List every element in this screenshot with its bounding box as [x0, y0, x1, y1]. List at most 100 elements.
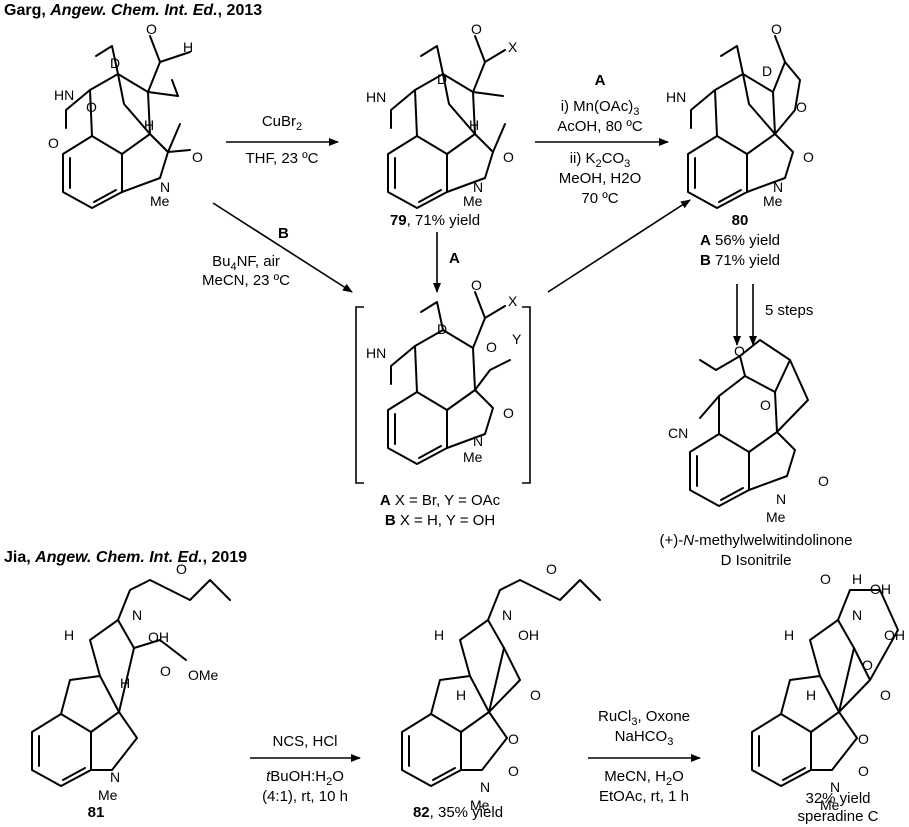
rucl3-conditions: EtOAc, rt, 1 h: [598, 788, 690, 805]
compound-80-number: 80: [731, 212, 749, 229]
solvent-rest: BuOH:H2O: [270, 768, 344, 788]
rucl3-solvent: MeCN, H2O: [604, 768, 684, 788]
atom-oh: OH: [518, 627, 539, 643]
atom-o: O: [508, 731, 519, 747]
atom-o: O: [471, 277, 482, 293]
intermediate-definition: X = Br, Y = OAc: [390, 492, 501, 509]
atom-me: Me: [820, 797, 840, 813]
header-year: , 2013: [217, 2, 263, 19]
atom-x: X: [508, 293, 518, 309]
atom-oh: OH: [148, 629, 169, 645]
rucl3-reagent: RuCl3, Oxone: [598, 708, 690, 728]
atom-o: O: [86, 99, 97, 115]
atom-o: O: [858, 763, 869, 779]
atom-oh: OH: [870, 581, 891, 597]
atom-hn: HN: [366, 89, 386, 105]
atom-o: O: [771, 21, 782, 37]
atom-o: O: [760, 397, 771, 413]
atom-cn: CN: [668, 425, 688, 441]
atom-o: O: [146, 21, 157, 37]
speradine-yield: 32% yield: [805, 790, 871, 807]
atom-o: O: [796, 99, 807, 115]
atom-o: O: [803, 149, 814, 165]
atom-h: H: [183, 39, 193, 55]
atom-h: H: [64, 627, 74, 643]
arrow-mn-label: A: [594, 72, 606, 89]
atom-n: N: [473, 179, 483, 195]
compound-79-label: 79, 71% yield: [390, 212, 480, 230]
compound-start-structure: [62, 35, 191, 209]
atom-d: D: [110, 55, 120, 71]
atom-hn: HN: [366, 345, 386, 361]
header-garg: Garg, Angew. Chem. Int. Ed., 2013: [4, 2, 262, 20]
atom-d: D: [762, 63, 772, 79]
atom-o: O: [858, 731, 869, 747]
atom-o: O: [503, 149, 514, 165]
arrow-a-down-label: A: [449, 250, 460, 267]
ncs-conditions: (4:1), rt, 10 h: [262, 788, 348, 805]
atom-o: O: [546, 561, 557, 577]
atom-me: Me: [150, 193, 170, 209]
cubr2-conditions: THF, 23 ºC: [245, 150, 319, 167]
arrow-mn-step2b: MeOH, H2O: [558, 170, 642, 187]
atom-me: Me: [763, 193, 783, 209]
atom-h: H: [456, 687, 466, 703]
compound-80-structure: [687, 35, 801, 209]
intermediate-brackets: [355, 306, 531, 484]
atom-me: Me: [766, 509, 786, 525]
header-author: Garg,: [4, 2, 51, 19]
atom-h: H: [469, 117, 479, 133]
compound-80-yield-b: B 71% yield: [700, 252, 780, 270]
route-label: A: [379, 492, 391, 509]
rucl3-reagent2: NaHCO3: [614, 728, 674, 748]
atom-x: X: [508, 39, 518, 55]
ncs-solvent: tBuOH:H2O: [266, 768, 344, 791]
atom-ome: OMe: [188, 667, 219, 683]
arrow-b-reagent: Bu4NF, air: [212, 253, 280, 273]
atom-h: H: [144, 117, 154, 133]
atom-me: Me: [470, 797, 490, 813]
atom-oh: OH: [884, 627, 905, 643]
atom-o: O: [508, 763, 519, 779]
intermediate-line-b: B X = H, Y = OH: [385, 512, 495, 530]
atom-d: D: [437, 71, 447, 87]
arrow-b: [212, 202, 353, 293]
atom-me: Me: [463, 193, 483, 209]
solvent-italic: t: [266, 768, 271, 785]
cubr2-reagent: CuBr2: [261, 113, 303, 133]
atom-o: O: [192, 149, 203, 165]
atom-h: H: [784, 627, 794, 643]
atom-me: Me: [98, 787, 118, 803]
compound-number: 79: [389, 212, 407, 229]
header-jia: Jia, Angew. Chem. Int. Ed., 2019: [4, 549, 247, 567]
compound-number: 82: [412, 804, 430, 821]
product-structure: [689, 339, 809, 507]
arrow-mn-step1b: AcOH, 80 ºC: [557, 118, 643, 135]
atom-n: N: [830, 779, 840, 795]
intermediate-definition: X = H, Y = OH: [395, 512, 496, 529]
compound-yield: , 35% yield: [429, 804, 504, 821]
yield-value: 56% yield: [714, 232, 781, 249]
product-rest: -methylwelwitindolinone: [694, 532, 853, 549]
atom-n: N: [110, 769, 120, 785]
route-label: B: [699, 252, 711, 269]
header-author: Jia,: [4, 549, 36, 566]
atom-o: O: [818, 473, 829, 489]
intermediate-structure: [387, 291, 511, 465]
arrow-mn-step1: i) Mn(OAc)3: [560, 98, 640, 118]
atom-n: N: [773, 179, 783, 195]
compound-81-number: 81: [87, 804, 105, 821]
arrow-mn-step2c: 70 ºC: [581, 190, 619, 207]
speradine-structure: [751, 589, 899, 787]
atom-o: O: [862, 657, 873, 673]
route-label: B: [384, 512, 396, 529]
atom-labels: O H D HN O O H O N Me O X D HN H O N Me …: [48, 21, 905, 813]
atom-n: N: [132, 607, 142, 623]
atom-o: O: [471, 21, 482, 37]
arrow-to-80: [547, 199, 691, 293]
compound-82-label: 82, 35% yield: [413, 804, 503, 822]
arrow-b-label: B: [278, 225, 289, 242]
atom-o: O: [820, 571, 831, 587]
header-year: , 2019: [202, 549, 248, 566]
compound-80-yield-a: A 56% yield: [700, 232, 780, 250]
